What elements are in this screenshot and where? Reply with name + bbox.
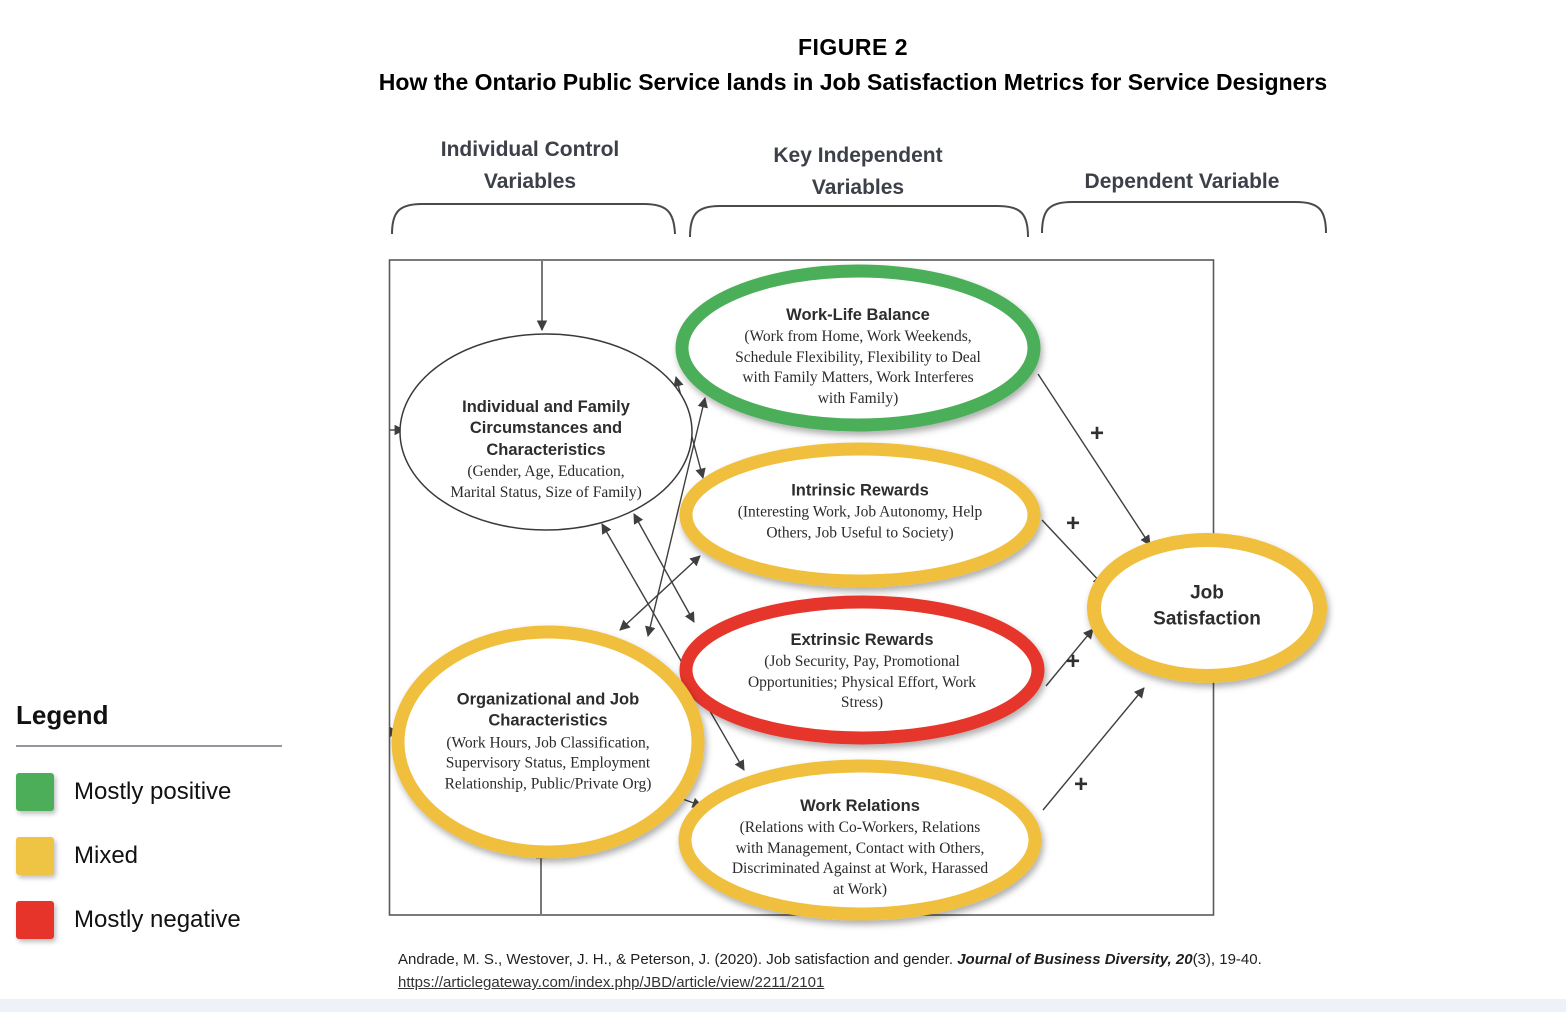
node-intrinsic-rewards-title: Intrinsic Rewards <box>791 481 929 500</box>
figure-title: How the Ontario Public Service lands in … <box>378 69 1328 95</box>
citation: Andrade, M. S., Westover, J. H., & Peter… <box>398 948 1298 995</box>
column-header-individual-control: Individual Control Variables <box>440 138 620 193</box>
node-work-life-balance-detail: (Work from Home, Work Weekends, Schedule… <box>735 328 981 407</box>
citation-post: (3), 19-40. <box>1192 951 1262 968</box>
node-extrinsic-rewards-title: Extrinsic Rewards <box>790 631 934 650</box>
brace-individual-control <box>391 203 676 235</box>
node-job-satisfaction: Job Satisfaction <box>1137 580 1277 631</box>
figure-label: FIGURE 2 <box>797 34 909 60</box>
node-work-life-balance-title: Work-Life Balance <box>786 305 930 324</box>
citation-journal: Journal of Business Diversity, 20 <box>957 951 1193 968</box>
legend-item-positive: Mostly positive <box>16 773 296 811</box>
legend-swatch-positive <box>16 773 54 811</box>
ellipse-work-life-balance <box>675 264 1041 432</box>
plus-labels: + + + + <box>1066 420 1104 798</box>
ellipse-organizational <box>391 625 705 859</box>
figure-header: FIGURE 2 How the Ontario Public Service … <box>140 34 1566 96</box>
node-extrinsic-rewards: Extrinsic Rewards (Job Security, Pay, Pr… <box>737 630 987 714</box>
node-work-relations-detail: (Relations with Co-Workers, Relations wi… <box>731 819 989 898</box>
node-organizational: Organizational and Job Characteristics (… <box>423 689 673 794</box>
arrow-work-life-to-js <box>1037 373 1151 546</box>
arrow-organizational-intrinsic <box>619 555 701 631</box>
node-individual-detail: (Gender, Age, Education, Marital Status,… <box>450 463 642 501</box>
legend-label-mixed: Mixed <box>74 842 139 869</box>
plus-intrinsic: + <box>1066 510 1080 537</box>
brace-key-independent <box>689 205 1029 238</box>
citation-text: Andrade, M. S., Westover, J. H., & Peter… <box>398 948 1298 971</box>
citation-link-row: https://articlegateway.com/index.php/JBD… <box>398 971 1298 994</box>
arrow-intrinsic-to-js <box>1041 519 1104 586</box>
node-work-relations-title: Work Relations <box>800 796 920 815</box>
node-organizational-detail: (Work Hours, Job Classification, Supervi… <box>444 734 652 793</box>
legend: Legend Mostly positive Mixed Mostly nega… <box>16 700 296 939</box>
legend-swatch-negative <box>16 901 54 939</box>
arrow-organizational-work-life <box>645 396 708 638</box>
citation-link[interactable]: https://articlegateway.com/index.php/JBD… <box>398 974 825 992</box>
column-braces <box>391 201 1327 238</box>
arrow-extrinsic-to-js <box>1045 628 1094 687</box>
citation-pre: Andrade, M. S., Westover, J. H., & Peter… <box>398 951 958 968</box>
to-job-satisfaction-arrows <box>1037 373 1151 811</box>
node-extrinsic-rewards-detail: (Job Security, Pay, Promotional Opportun… <box>747 653 977 712</box>
bottom-strip <box>0 999 1566 1012</box>
node-work-relations: Work Relations (Relations with Co-Worker… <box>726 796 994 900</box>
node-job-satisfaction-title: Job Satisfaction <box>1153 582 1261 629</box>
ellipse-individual <box>399 333 693 531</box>
legend-label-positive: Mostly positive <box>74 778 232 805</box>
column-header-dependent: Dependent Variable <box>1084 170 1280 193</box>
legend-swatch-mixed <box>16 837 54 875</box>
node-intrinsic-rewards-detail: (Interesting Work, Job Autonomy, Help Ot… <box>737 503 983 542</box>
ellipse-intrinsic-rewards <box>679 442 1041 588</box>
column-header-key-independent: Key Independent Variables <box>773 144 943 199</box>
plus-work-life: + <box>1090 420 1104 447</box>
node-work-life-balance: Work-Life Balance (Work from Home, Work … <box>732 305 984 409</box>
legend-item-mixed: Mixed <box>16 837 296 875</box>
arrow-work-relations-to-js <box>1042 687 1145 811</box>
legend-rule <box>16 745 282 747</box>
plus-extrinsic: + <box>1066 648 1080 675</box>
node-individual: Individual and Family Circumstances and … <box>444 397 649 503</box>
legend-item-negative: Mostly negative <box>16 901 296 939</box>
node-organizational-title: Organizational and Job Characteristics <box>456 690 640 730</box>
ellipse-job-satisfaction <box>1087 533 1327 683</box>
ellipse-extrinsic-rewards <box>679 595 1045 745</box>
node-individual-title: Individual and Family Circumstances and … <box>462 397 630 459</box>
node-intrinsic-rewards: Intrinsic Rewards (Interesting Work, Job… <box>729 480 991 543</box>
plus-work-relations: + <box>1074 771 1088 798</box>
legend-title: Legend <box>16 700 109 730</box>
ellipse-work-relations <box>678 759 1042 921</box>
brace-dependent <box>1041 201 1327 234</box>
legend-label-negative: Mostly negative <box>74 906 241 933</box>
